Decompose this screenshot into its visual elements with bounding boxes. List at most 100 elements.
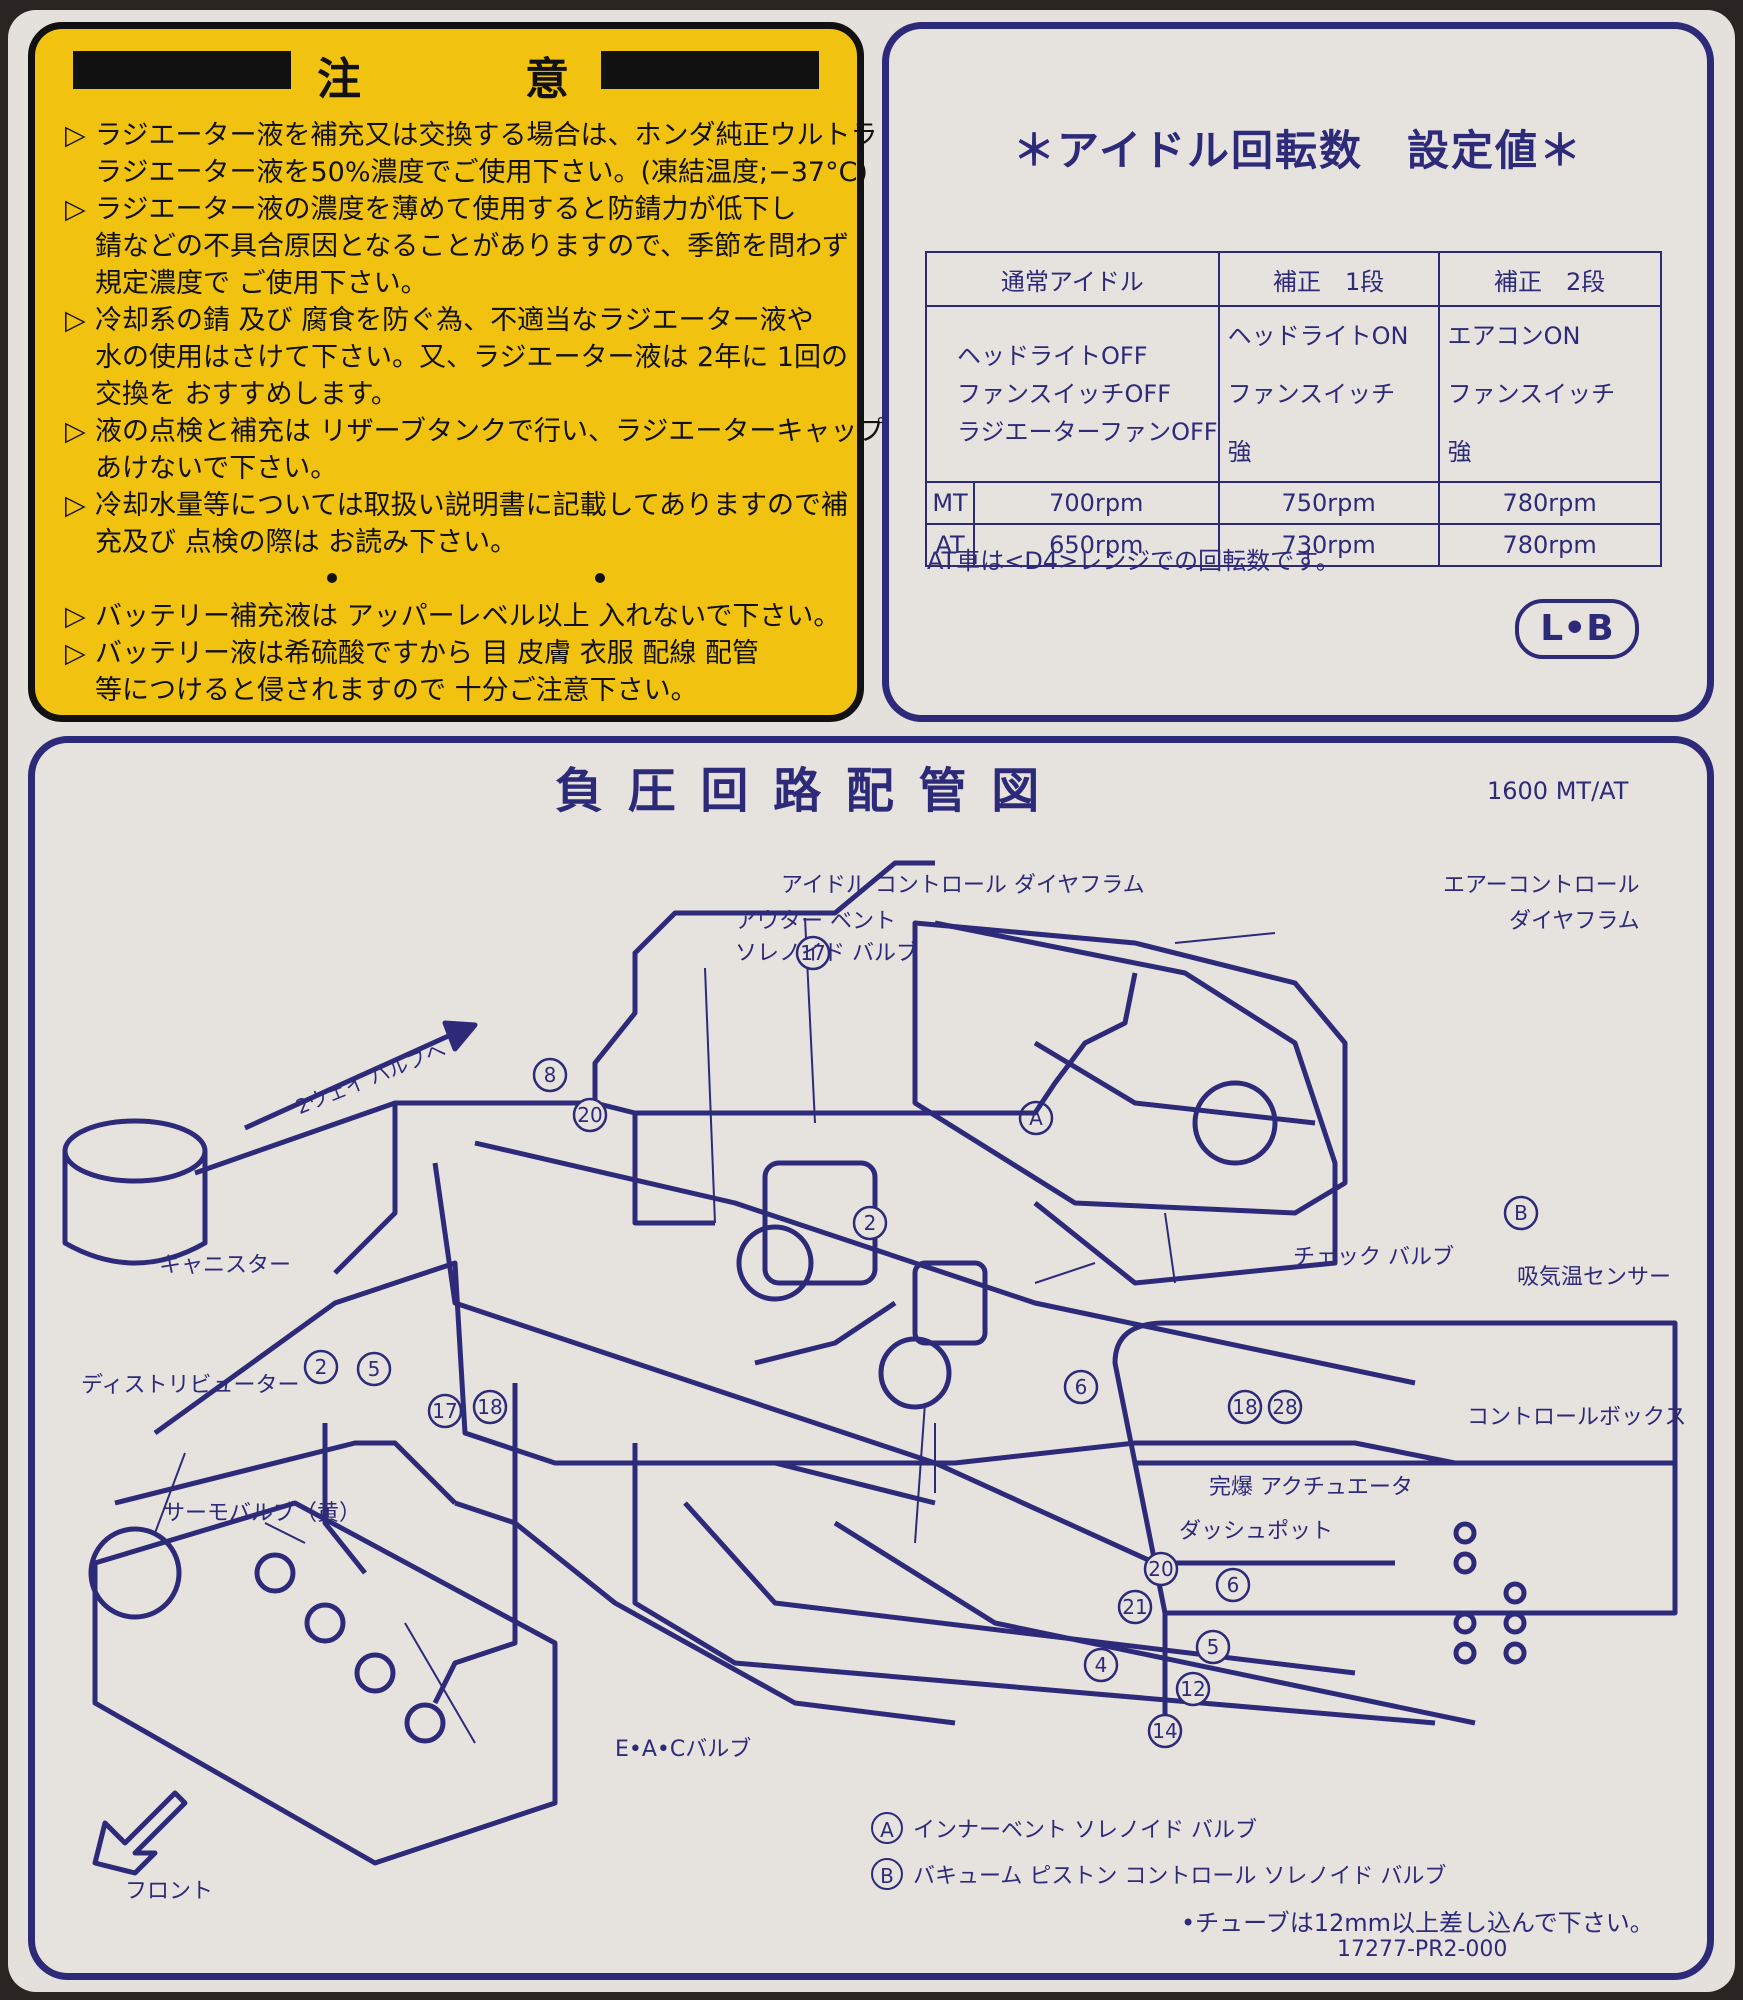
label-check-valve: チェック バルブ bbox=[1293, 1245, 1454, 1270]
label-canister: キャニスター bbox=[159, 1253, 292, 1278]
lb-badge: L•B bbox=[1515, 599, 1639, 659]
idle-speed-panel: ＊アイドル回転数 設定値＊ 通常アイドル 補正 1段 補正 2段 ヘッドライトO… bbox=[882, 22, 1714, 722]
hose-number-circle bbox=[1267, 1389, 1303, 1425]
caution-line-text: ラジエーター液を50%濃度でご使用下さい。(凍結温度;−37°C) bbox=[95, 157, 868, 188]
leader-line bbox=[404, 1622, 476, 1744]
hose-number: 28 bbox=[1272, 1395, 1297, 1419]
caution-line: 充及び 点検の際は お読み下さい。 bbox=[65, 524, 855, 561]
hose-path bbox=[322, 1423, 367, 1575]
triangle-bullet-icon: ▷ bbox=[65, 194, 86, 225]
triangle-bullet-icon: ▷ bbox=[65, 416, 86, 447]
hose-path bbox=[632, 1443, 1436, 1726]
throttle-bore bbox=[736, 1224, 814, 1302]
hose-path bbox=[754, 1300, 897, 1366]
caution-line-text: 交換を おすすめします。 bbox=[95, 379, 398, 410]
rpm-cell: 700rpm bbox=[973, 481, 1220, 525]
hose-number-circle bbox=[427, 1393, 463, 1429]
port-shape bbox=[1453, 1611, 1477, 1635]
label-front: フロント bbox=[125, 1879, 214, 1904]
condition-text: ヘッドライトON bbox=[1227, 322, 1409, 350]
marker-b: B bbox=[1514, 1201, 1528, 1225]
air-cleaner-port bbox=[1192, 1080, 1278, 1166]
caution-line-text: 錆などの不具合原因となることがありますので、季節を問わず bbox=[95, 231, 850, 262]
caution-line-text: バッテリー補充液は アッパーレベル以上 入れないで下さい。 bbox=[95, 601, 841, 632]
front-arrow bbox=[92, 1790, 188, 1876]
leader-line bbox=[1034, 1262, 1096, 1284]
caution-line-text: 充及び 点検の際は お読み下さい。 bbox=[95, 527, 518, 558]
hose-number: 8 bbox=[544, 1063, 557, 1087]
hose-path bbox=[934, 920, 1338, 1286]
hose-number: 6 bbox=[1075, 1375, 1088, 1399]
leader-line bbox=[154, 1452, 186, 1534]
row-label-mt: MT bbox=[925, 481, 975, 525]
header-correction-2: 補正 2段 bbox=[1437, 251, 1662, 307]
hose-path bbox=[194, 972, 1138, 1176]
legend-text: インナーベント ソレノイド バルブ bbox=[913, 1818, 1257, 1843]
caution-line: ▷バッテリー補充液は アッパーレベル以上 入れないで下さい。 bbox=[65, 598, 855, 635]
triangle-bullet-icon: ▷ bbox=[65, 490, 86, 521]
conditions-normal: ヘッドライトOFF ファンスイッチOFF ラジエーターファンOFF bbox=[925, 305, 1220, 483]
hose-path bbox=[683, 1501, 1356, 1676]
caution-line: 等につけると侵されますので 十分ご注意下さい。 bbox=[65, 672, 855, 709]
caution-line: ▷バッテリー液は希硫酸ですから 目 皮膚 衣服 配線 配管 bbox=[65, 635, 855, 672]
hose-number-circle bbox=[1063, 1369, 1099, 1405]
leader-line bbox=[1174, 932, 1276, 944]
caution-panel: 注 意 ▷ラジエーター液を補充又は交換する場合は、ホンダ純正ウルトララジエーター… bbox=[28, 22, 911, 722]
legend-marker: A bbox=[871, 1812, 903, 1844]
spark-plug-well bbox=[304, 1602, 346, 1644]
divider-dot bbox=[327, 573, 337, 583]
hose-number: 5 bbox=[368, 1357, 381, 1381]
hose-number-circle bbox=[303, 1349, 339, 1385]
condition-text: ファンスイッチ 強 bbox=[1447, 380, 1640, 466]
label-air-control-2: ダイヤフラム bbox=[1509, 909, 1640, 934]
port-shape bbox=[1453, 1551, 1477, 1575]
caution-line: 交換を おすすめします。 bbox=[65, 376, 855, 413]
legend-marker: B bbox=[871, 1858, 903, 1890]
hose-path bbox=[755, 1440, 1456, 1466]
idle-rpm-table: 通常アイドル 補正 1段 補正 2段 ヘッドライトOFF ファンスイッチOFF … bbox=[925, 251, 1662, 567]
hose-number: 14 bbox=[1152, 1719, 1177, 1743]
hose-number-circle bbox=[356, 1351, 392, 1387]
hose-number-circle bbox=[795, 935, 831, 971]
rpm-cell: 780rpm bbox=[1437, 481, 1662, 525]
hose-number: 17 bbox=[800, 941, 825, 965]
caution-line-text: 規定濃度で ご使用下さい。 bbox=[95, 268, 428, 299]
leader-line bbox=[264, 1522, 306, 1544]
caution-line: ラジエーター液を50%濃度でご使用下さい。(凍結温度;−37°C) bbox=[65, 154, 868, 191]
label-intake-temp-sensor: 吸気温センサー bbox=[1517, 1265, 1672, 1290]
caution-line: ▷ ラジエーター液の濃度を薄めて使用すると防錆力が低下し bbox=[65, 191, 855, 228]
hose-path bbox=[333, 1103, 398, 1275]
port-shape bbox=[1503, 1581, 1527, 1605]
caution-line: ▷液の点検と補充は リザーブタンクで行い、ラジエーターキャップは bbox=[65, 413, 911, 450]
two-way-arrow-head bbox=[442, 1020, 478, 1052]
hose-number: 6 bbox=[1227, 1573, 1240, 1597]
model-label: 1600 MT/AT bbox=[1487, 777, 1629, 805]
hose-number-circle bbox=[472, 1389, 508, 1425]
canister-shape bbox=[62, 1151, 208, 1266]
condition-text: ヘッドライトOFF bbox=[957, 342, 1148, 370]
hose-number: 18 bbox=[1232, 1395, 1257, 1419]
marker-a: A bbox=[1029, 1106, 1043, 1130]
diagram-title: 負 圧 回 路 配 管 図 bbox=[555, 763, 1044, 819]
hose-number-circle bbox=[532, 1057, 568, 1093]
label-control-box: コントロールボックス bbox=[1467, 1405, 1687, 1430]
hose-path bbox=[632, 1113, 715, 1226]
spark-plug-well bbox=[254, 1552, 296, 1594]
label-air-control-1: エアーコントロール bbox=[1443, 873, 1640, 898]
label-outer-vent-1: アウター ベント bbox=[735, 909, 896, 934]
condition-text: ラジエーターファンOFF bbox=[957, 418, 1218, 446]
hose-path bbox=[454, 1500, 956, 1726]
row-label-at: AT bbox=[925, 523, 975, 567]
spark-plug-well bbox=[404, 1702, 446, 1744]
hose-number-circle bbox=[1195, 1629, 1231, 1665]
rpm-cell: 730rpm bbox=[1217, 523, 1440, 567]
canister-shape bbox=[62, 1118, 208, 1184]
label-actuator: 完爆 アクチュエータ bbox=[1209, 1475, 1413, 1500]
section-divider bbox=[65, 561, 855, 598]
dashpot-shape bbox=[912, 1260, 988, 1346]
hose-number-circle bbox=[1175, 1671, 1211, 1707]
hose-number: 17 bbox=[432, 1399, 457, 1423]
caution-line-text: ラジエーター液の濃度を薄めて使用すると防錆力が低下し bbox=[95, 194, 797, 225]
hose-path bbox=[432, 1162, 1395, 1566]
port-shape bbox=[1503, 1611, 1527, 1635]
